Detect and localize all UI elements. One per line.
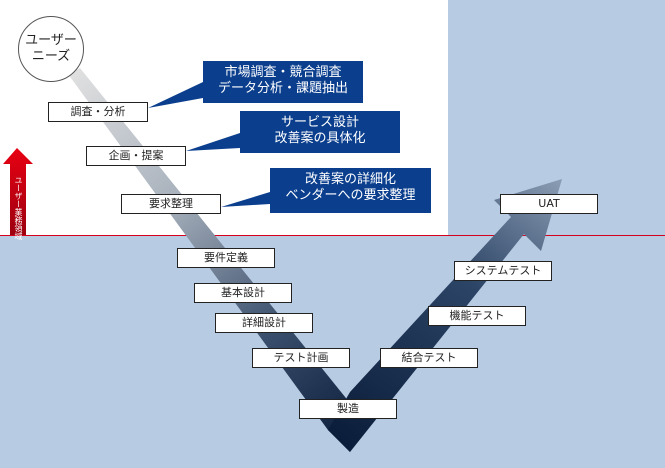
callout-service-design-line1: サービス設計 bbox=[280, 115, 359, 130]
user-needs-line1: ユーザー bbox=[25, 33, 77, 48]
stage-requirement-organizing: 要求整理 bbox=[121, 194, 221, 214]
user-domain-label: ユーザー業務領域 bbox=[14, 176, 23, 240]
user-needs-node: ユーザー ニーズ bbox=[18, 16, 84, 82]
callout-research: 市場調査・競合調査 データ分析・課題抽出 bbox=[203, 61, 363, 103]
stage-test-planning: テスト計画 bbox=[252, 348, 350, 368]
stage-requirements-definition: 要件定義 bbox=[177, 248, 275, 268]
stage-uat: UAT bbox=[500, 194, 598, 214]
callout-requirements-line2: ベンダーへの要求整理 bbox=[285, 188, 416, 203]
stage-function-test: 機能テスト bbox=[428, 306, 526, 326]
callout-connector-3 bbox=[221, 192, 270, 207]
callout-service-design-line2: 改善案の具体化 bbox=[274, 131, 366, 146]
callout-research-line1: 市場調査・競合調査 bbox=[224, 65, 342, 80]
stage-detailed-design: 詳細設計 bbox=[215, 313, 313, 333]
stage-system-test: システムテスト bbox=[454, 261, 552, 281]
stage-planning-proposal: 企画・提案 bbox=[86, 146, 186, 166]
user-needs-line2: ニーズ bbox=[31, 49, 71, 64]
callout-connector-2 bbox=[186, 133, 240, 151]
stage-manufacturing: 製造 bbox=[299, 399, 397, 419]
callout-service-design: サービス設計 改善案の具体化 bbox=[240, 111, 400, 153]
callout-requirements: 改善案の詳細化 ベンダーへの要求整理 bbox=[270, 168, 431, 213]
user-domain-boundary-line bbox=[0, 235, 665, 236]
callout-research-line2: データ分析・課題抽出 bbox=[217, 81, 348, 96]
callout-requirements-line1: 改善案の詳細化 bbox=[304, 172, 396, 187]
stage-integration-test: 結合テスト bbox=[380, 348, 478, 368]
stage-research-analysis: 調査・分析 bbox=[48, 102, 148, 122]
user-domain-arrow bbox=[3, 148, 33, 235]
callout-connector-1 bbox=[148, 82, 203, 108]
stage-basic-design: 基本設計 bbox=[194, 283, 292, 303]
